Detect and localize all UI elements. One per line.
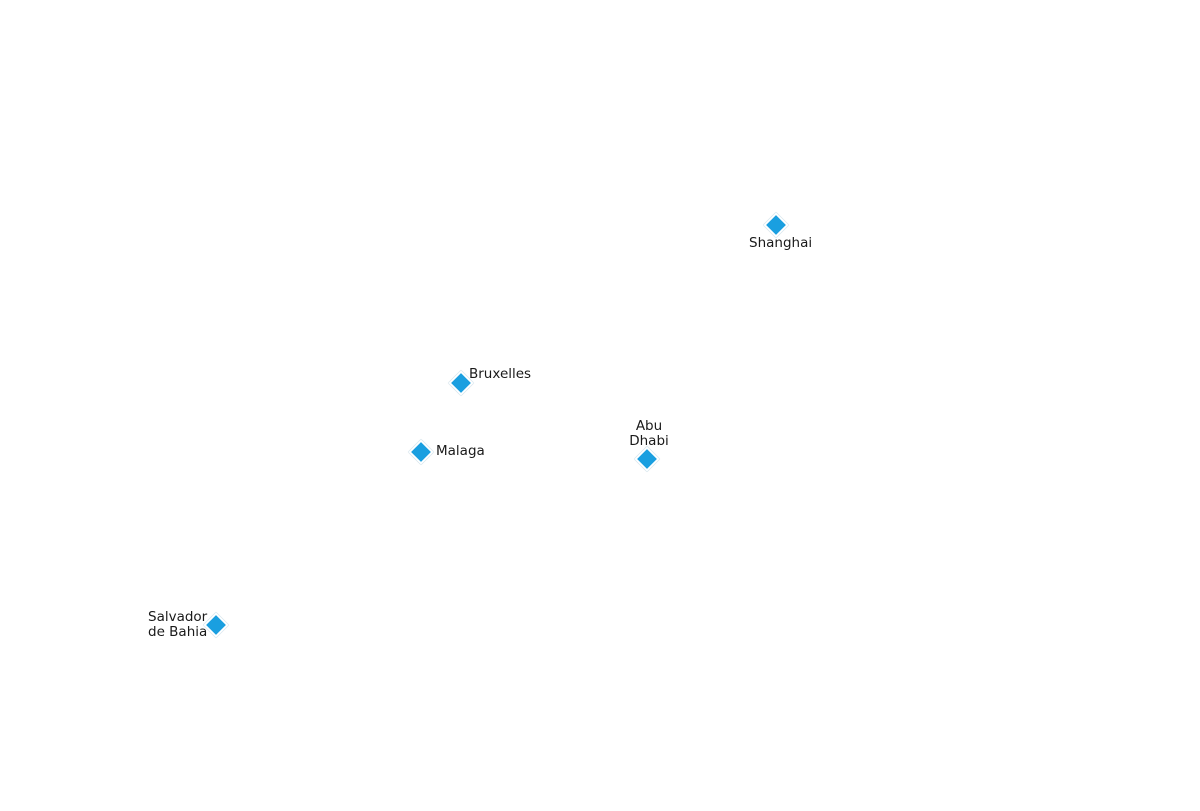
city-label: Salvador de Bahia [148, 609, 208, 640]
diamond-marker-icon[interactable] [763, 212, 789, 238]
diamond-marker-icon[interactable] [634, 446, 660, 472]
city-label: Malaga [436, 443, 485, 459]
city-label: Abu Dhabi [629, 418, 669, 449]
city-label: Bruxelles [469, 366, 532, 382]
city-label: Shanghai [749, 235, 813, 251]
diamond-marker-icon[interactable] [408, 439, 434, 465]
